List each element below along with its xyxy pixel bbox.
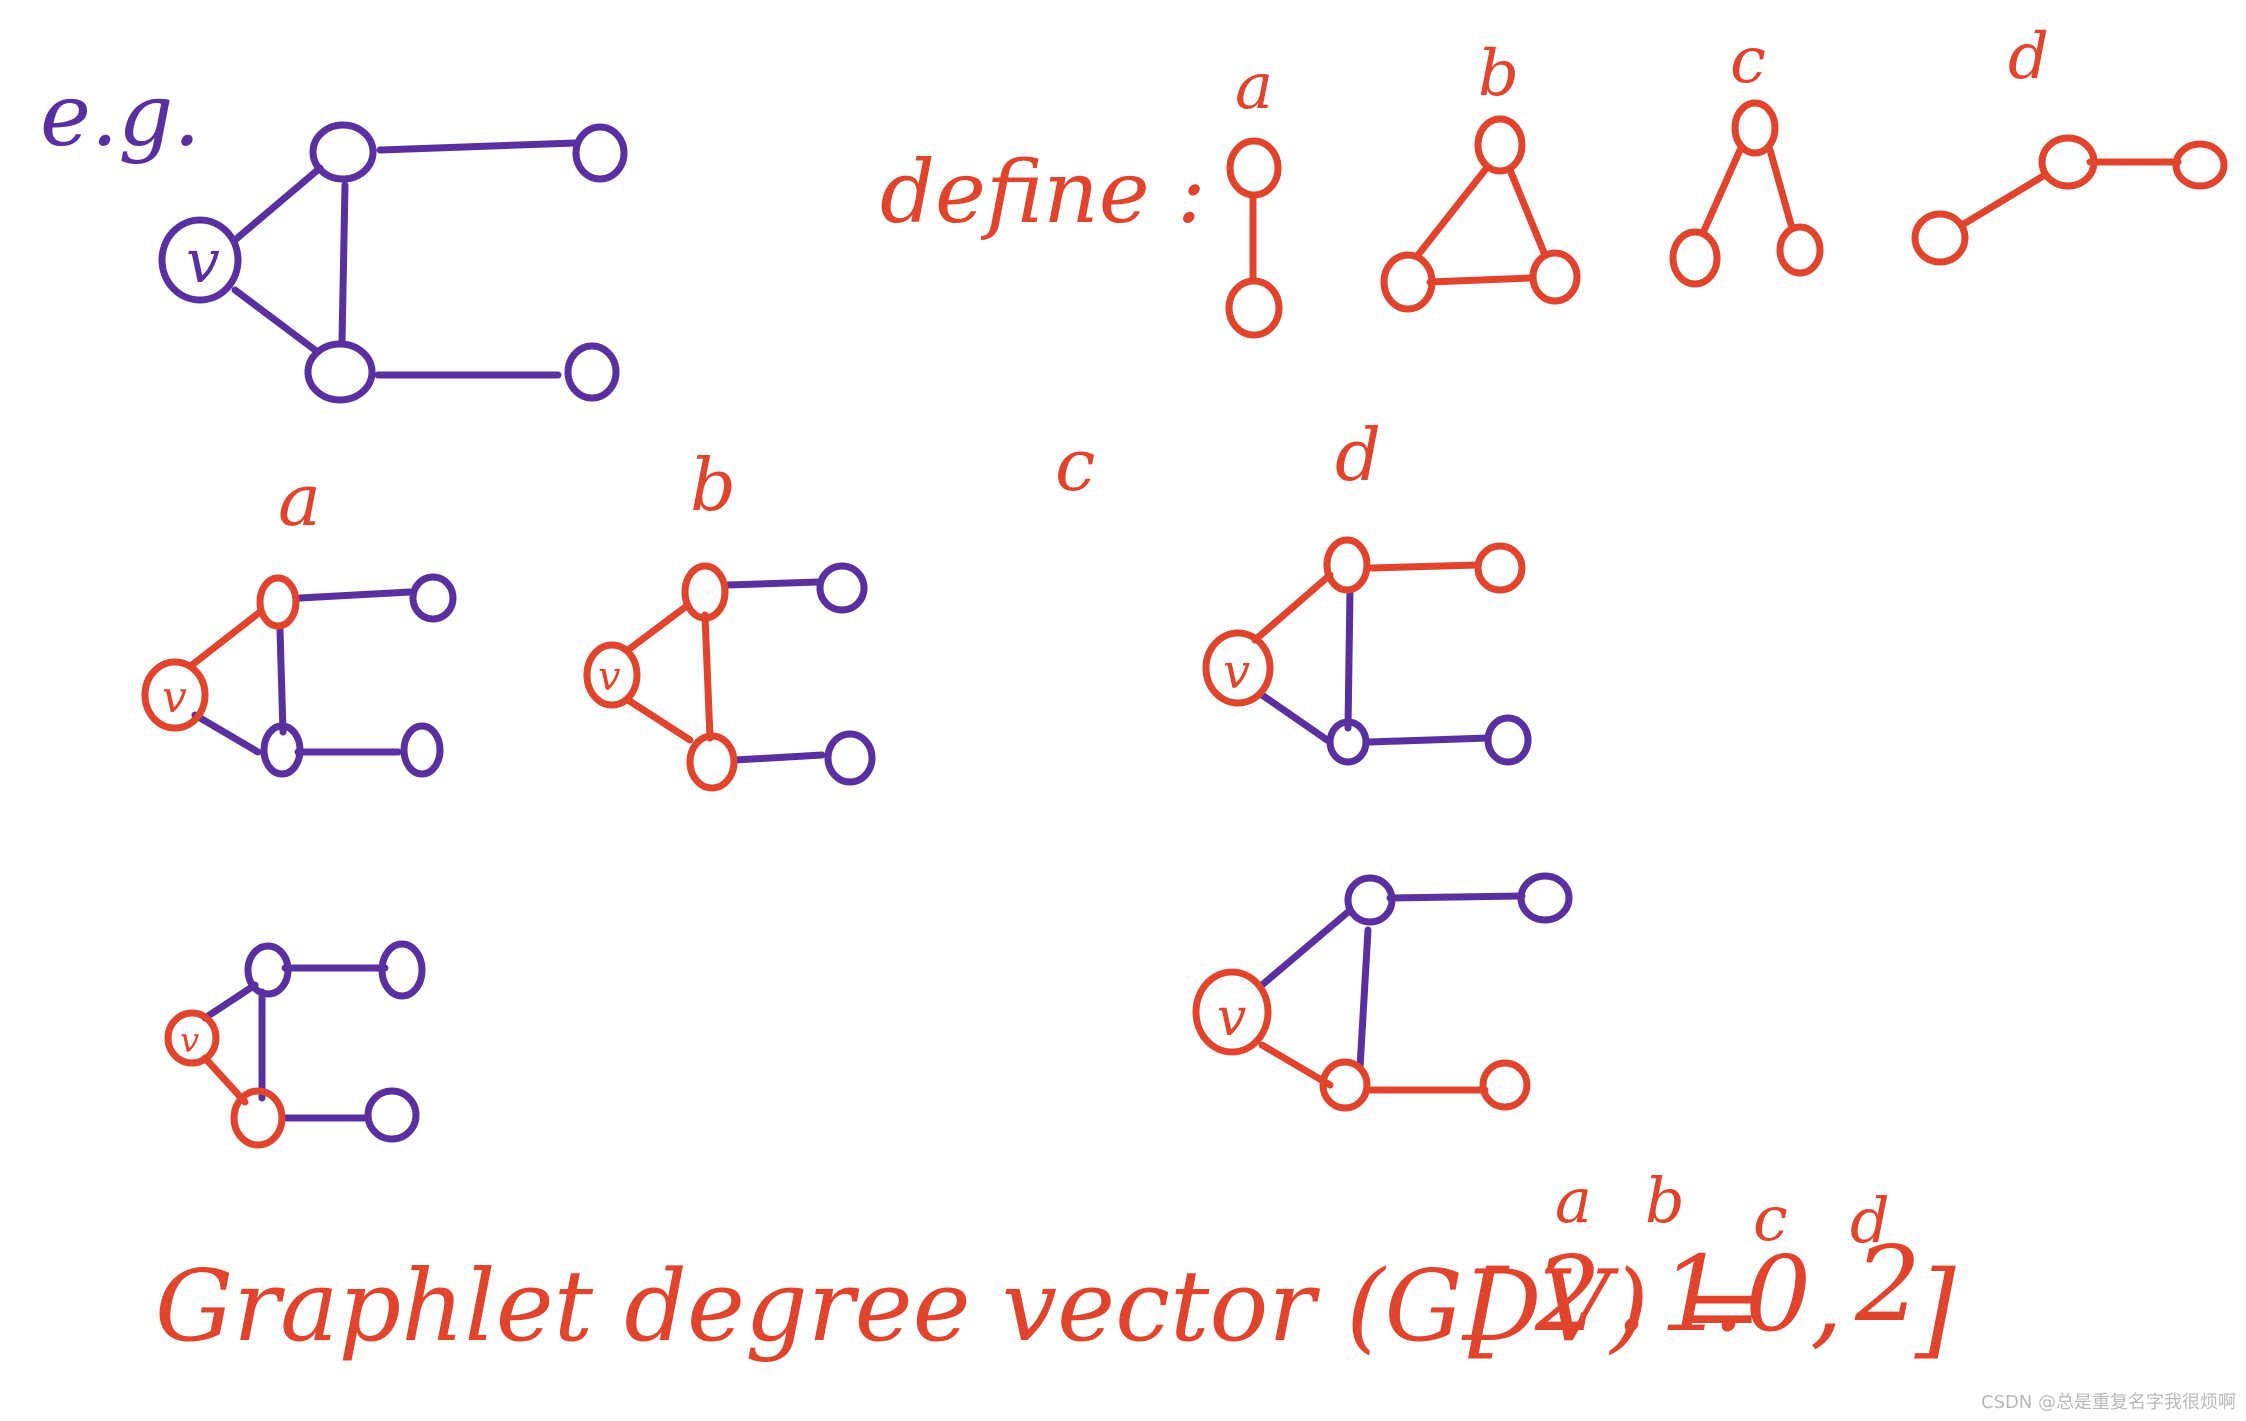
example-edge-top-bottom: [338, 181, 349, 346]
example-edge-v-top: [231, 164, 324, 244]
instance-a-1: [141, 573, 457, 778]
row-label-d: d: [1335, 413, 1381, 497]
gdv-value-c: 0: [1745, 1233, 1811, 1355]
instance-d-2-v-label: v: [1217, 988, 1246, 1048]
graphlet-d: [1911, 134, 2228, 266]
row-label-b: b: [690, 443, 736, 527]
graphlet-a-label: a: [1235, 50, 1273, 124]
define-label: define :: [880, 143, 1206, 243]
gdv-close-bracket: ]: [1914, 1248, 1956, 1370]
example-v-label: v: [186, 227, 220, 297]
row-label-c: c: [1055, 423, 1095, 507]
gdv-sep-2: .: [1712, 1233, 1745, 1355]
instance-b: [583, 562, 876, 792]
example-node-right-top: [572, 123, 628, 183]
gdv-keys: a b c d: [1555, 1164, 1890, 1257]
eg-label: e.g.: [40, 66, 201, 166]
example-node-right-bottom: [564, 342, 620, 402]
instance-d-1-v-label: v: [1223, 644, 1250, 700]
example-graph: [158, 121, 628, 404]
gdv-key-c: c: [1753, 1182, 1788, 1255]
row-label-a: a: [278, 458, 321, 542]
example-node-top: [309, 121, 377, 183]
gdv-value-d: 2: [1854, 1223, 1921, 1345]
graphlet-b: [1380, 115, 1581, 313]
example-edge-top-right: [376, 139, 579, 154]
instance-a-2: [164, 940, 426, 1149]
gdv-key-b: b: [1645, 1164, 1685, 1237]
instance-d-1: [1202, 536, 1532, 766]
graphlet-c-label: c: [1730, 24, 1766, 98]
gdv-vector: [ 2 . 1 . 0 , 2 ]: [1468, 1223, 1956, 1370]
instance-d-2: [1192, 872, 1573, 1112]
instance-a-1-v-label: v: [162, 672, 187, 723]
gdv-value-a: 2: [1534, 1233, 1601, 1355]
gdv-open-bracket: [: [1468, 1248, 1510, 1370]
graphlet-a: [1225, 137, 1283, 339]
example-edge-v-bottom: [231, 286, 319, 354]
instance-a-2-v-label: v: [180, 1021, 199, 1061]
example-node-bottom: [304, 340, 376, 404]
graphlet-b-label: b: [1478, 37, 1519, 111]
graphlet-d-label: d: [2008, 20, 2049, 94]
watermark: CSDN @总是重复名字我很烦啊: [1981, 1392, 2236, 1413]
gdv-key-a: a: [1555, 1164, 1592, 1237]
gdv-sep-3: ,: [1810, 1238, 1843, 1360]
instance-b-v-label: v: [598, 654, 621, 700]
example-node-v: [158, 216, 242, 304]
gdv-key-d: d: [1850, 1184, 1890, 1257]
graphlet-c: [1669, 99, 1824, 288]
gdv-sep-1: .: [1615, 1233, 1648, 1355]
gdv-value-b: 1: [1660, 1233, 1726, 1355]
gdv-text: Graphlet degree vector (GDV) =: [155, 1250, 1762, 1364]
